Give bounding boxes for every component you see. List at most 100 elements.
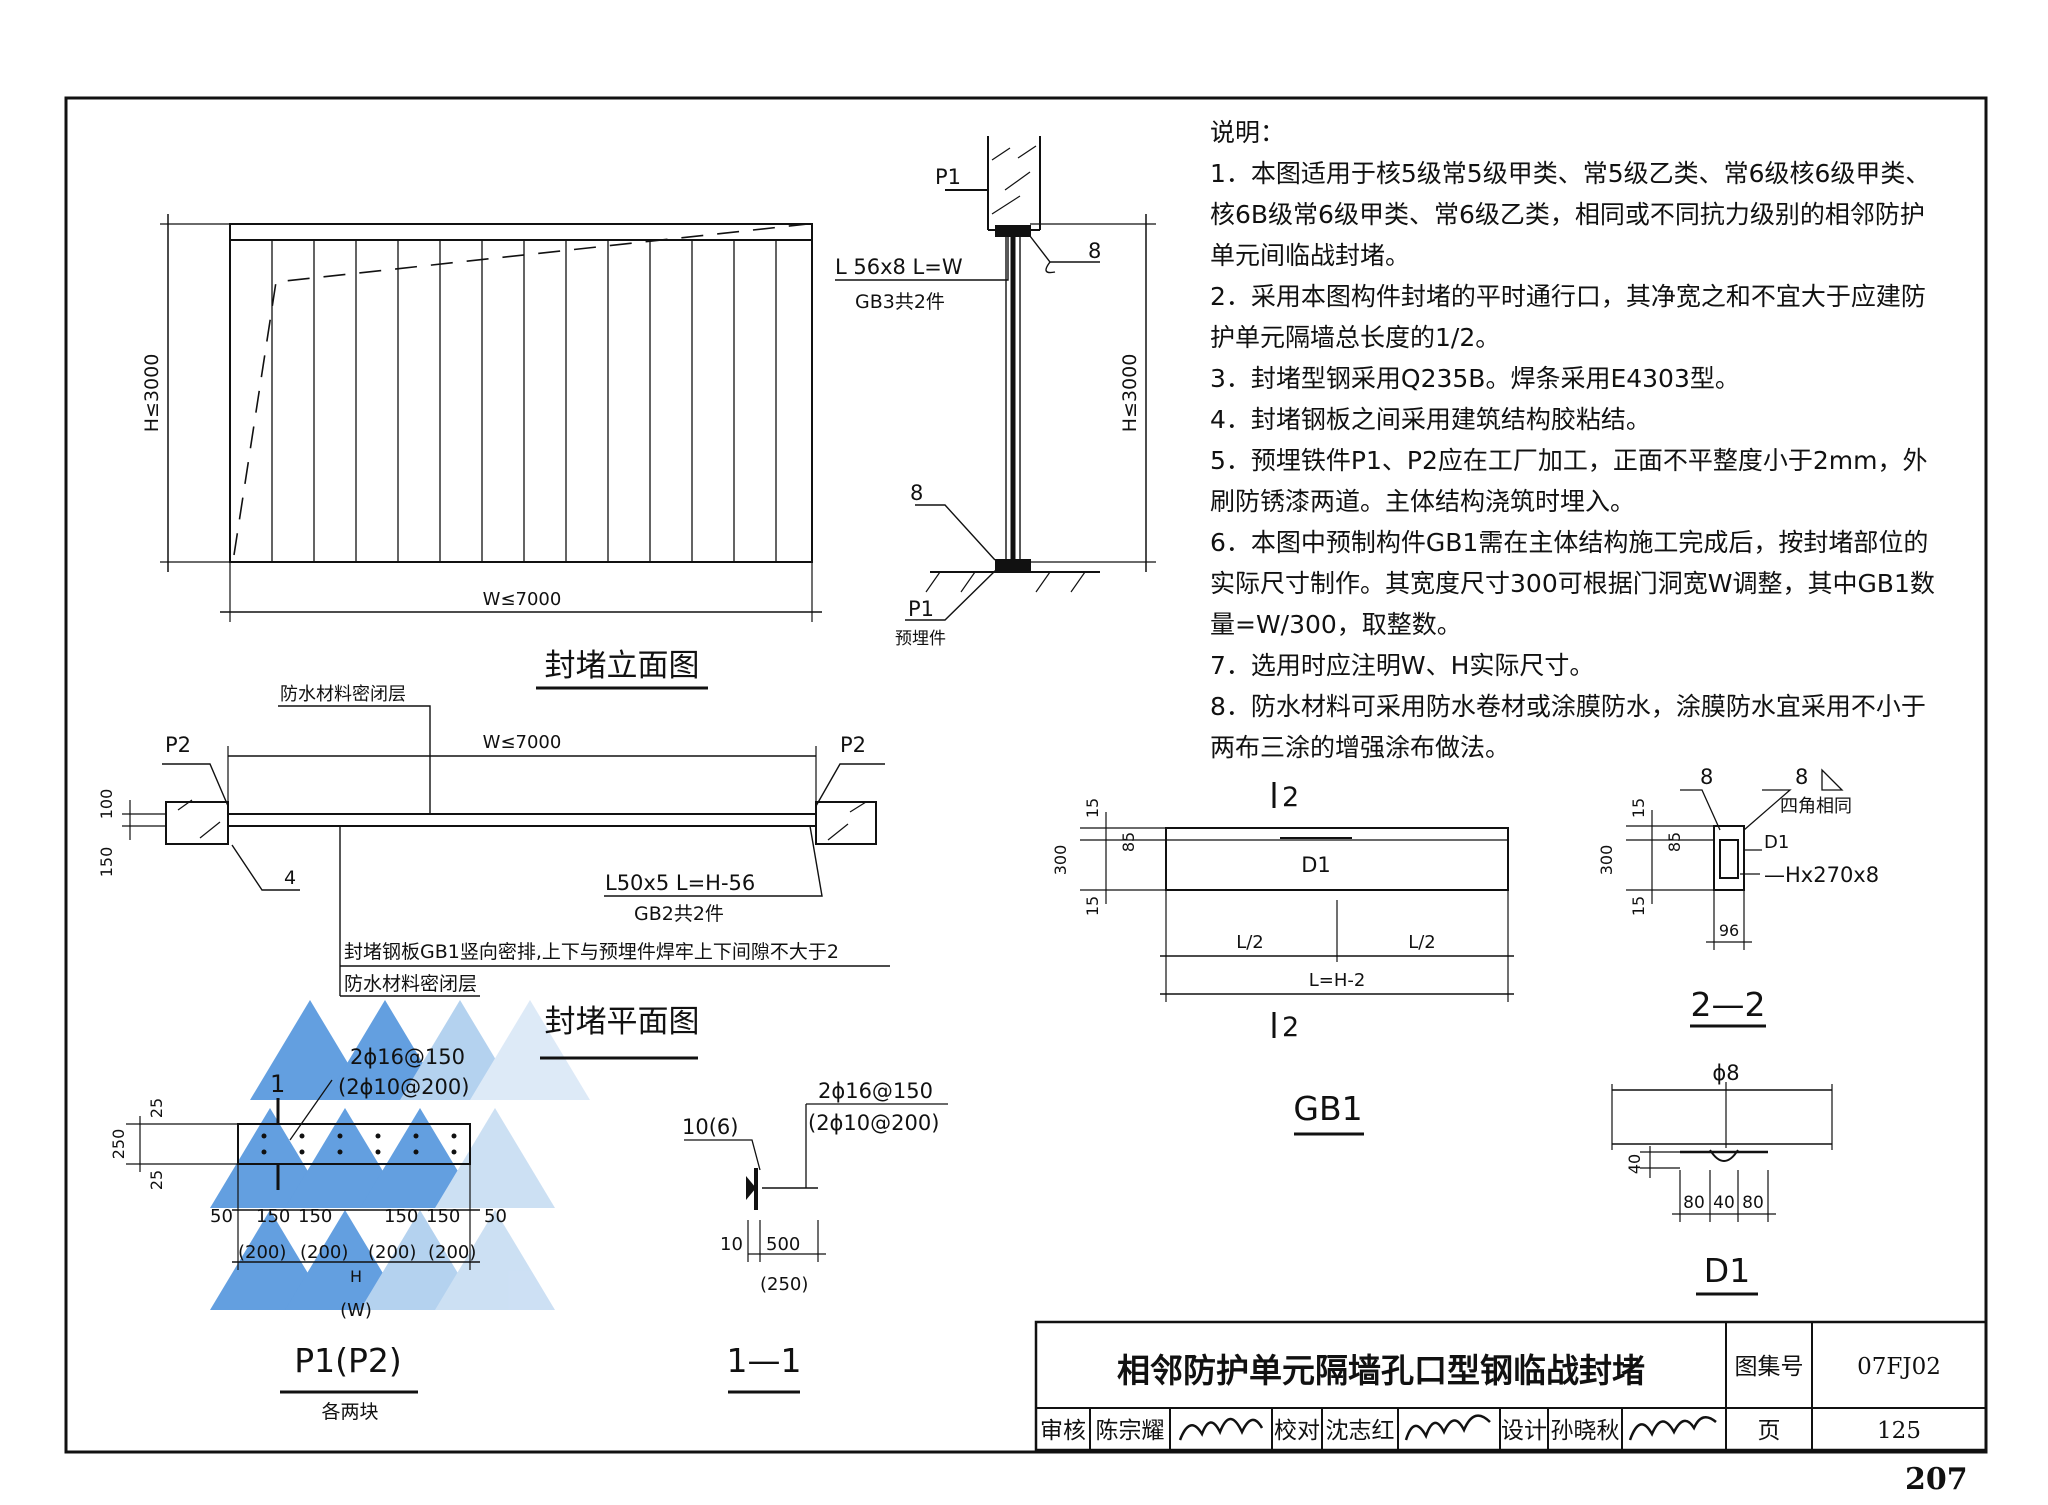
sheet-border: [64, 96, 1988, 1454]
elevation-view: [160, 214, 822, 690]
gb1-dim-300: 300: [1051, 845, 1070, 876]
page-number-cell: 125: [1877, 1418, 1921, 1444]
elevation-height-dim: H≤3000: [141, 354, 163, 433]
gb3-angle-qty: GB3共2件: [855, 291, 945, 313]
p1-dim-25a: 25: [147, 1098, 166, 1118]
s22-weld-left: 8: [1700, 765, 1713, 789]
page-label: 页: [1758, 1418, 1781, 1444]
p1-dim-200a: (200): [238, 1242, 286, 1263]
s11-dim-10: 10: [720, 1234, 743, 1255]
gb1-sec-top: 2: [1282, 782, 1299, 813]
p1-dim-250: 250: [109, 1129, 128, 1160]
s22-dim-15a: 15: [1629, 798, 1648, 818]
designer-signature: [1628, 1415, 1717, 1441]
plan-seal-bottom: 防水材料密闭层: [344, 973, 477, 995]
embed-part-label: 预埋件: [895, 629, 946, 649]
s11-dim-500: 500: [766, 1234, 800, 1255]
note-line: 护单元隔墙总长度的1/2。: [1210, 323, 1501, 352]
gb1-dim-length: L=H-2: [1309, 970, 1366, 991]
checker-name: 沈志红: [1326, 1418, 1395, 1444]
gb1-dim-85: 85: [1119, 832, 1138, 852]
plan-p2-right: P2: [840, 733, 866, 757]
plan-weld-4: 4: [284, 867, 296, 889]
p1-subtitle: 各两块: [321, 1401, 378, 1423]
wall-section-view: [835, 136, 1156, 621]
p1-rebar-1: 2ϕ16@150: [350, 1045, 465, 1069]
gb1-title: GB1: [1293, 1089, 1362, 1128]
p1-section-mark: 1: [270, 1070, 285, 1098]
review-label: 审核: [1040, 1418, 1086, 1444]
s22-dim-15b: 15: [1629, 896, 1648, 916]
s22-dim-85: 85: [1665, 832, 1684, 852]
s22-corners-note: 四角相同: [1780, 796, 1852, 817]
plan-width-dim: W≤7000: [483, 732, 562, 753]
s22-dim-96: 96: [1719, 921, 1739, 940]
p1-dims-bottom: (200) (200) (200) (200): [238, 1242, 476, 1263]
checker-signature: [1404, 1414, 1491, 1441]
d1-bar: ϕ8: [1712, 1061, 1739, 1085]
note-line: 7．选用时应注明W、H实际尺寸。: [1210, 651, 1595, 680]
notes-heading: 说明：: [1210, 118, 1286, 147]
p1-dim-h: H: [350, 1267, 362, 1286]
p1-dim-150a: 150: [256, 1206, 290, 1227]
s22-dim-300: 300: [1597, 845, 1616, 876]
watermark-triangles: [210, 1000, 590, 1310]
s11-weld: 10(6): [682, 1115, 738, 1139]
plan-title: 封堵平面图: [545, 1004, 700, 1040]
plan-view: [122, 705, 890, 1060]
s22-weld-right: 8: [1795, 765, 1808, 789]
p1-dim-150d: 150: [426, 1206, 460, 1227]
note-line: 1．本图适用于核5级常5级甲类、常5级乙类、常6级核6级甲类、: [1210, 159, 1931, 188]
p1-dim-50a: 50: [210, 1206, 233, 1227]
note-line: 实际尺寸制作。其宽度尺寸300可根据门洞宽W调整，其中GB1数: [1210, 569, 1935, 598]
plan-dim-100: 100: [97, 789, 116, 820]
gb2-angle-label: L50x5 L=H-56: [605, 871, 755, 895]
d1-dim-80b: 80: [1742, 1193, 1764, 1213]
note-line: 4．封堵钢板之间采用建筑结构胶粘结。: [1210, 405, 1651, 434]
note-line: 量=W/300，取整数。: [1210, 610, 1462, 639]
atlas-label: 图集号: [1735, 1354, 1804, 1380]
p1-rebar-2: (2ϕ10@200): [338, 1075, 469, 1099]
notes-panel: 说明： 1．本图适用于核5级常5级甲类、常5级乙类、常6级核6级甲类、 核6B级…: [1210, 112, 1935, 768]
elevation-title: 封堵立面图: [545, 648, 700, 684]
p1-dim-150b: 150: [298, 1206, 332, 1227]
plan-seal-top: 防水材料密闭层: [280, 684, 406, 705]
plan-dim-150: 150: [97, 847, 116, 878]
p1-dim-w: (W): [340, 1300, 372, 1321]
check-label: 校对: [1274, 1418, 1320, 1444]
plan-p2-left: P2: [165, 733, 191, 757]
s11-rebar-2: (2ϕ10@200): [808, 1111, 939, 1135]
d1-view: [1611, 1082, 1833, 1296]
note-line: 3．封堵型钢采用Q235B。焊条采用E4303型。: [1210, 364, 1740, 393]
gb1-d1-label: D1: [1301, 853, 1331, 877]
weld-bottom-size: 8: [910, 481, 923, 505]
s22-d1-label: D1: [1764, 832, 1789, 853]
d1-dim-80a: 80: [1683, 1193, 1705, 1213]
gb1-dim-15a: 15: [1083, 798, 1102, 818]
weld-top-size: 8: [1088, 239, 1101, 263]
note-line: 8．防水材料可采用防水卷材或涂膜防水，涂膜防水宜采用不小于: [1210, 692, 1926, 721]
d1-title: D1: [1704, 1251, 1750, 1290]
note-line: 单元间临战封堵。: [1210, 241, 1411, 270]
section-height-dim: H≤3000: [1119, 354, 1141, 433]
note-line: 6．本图中预制构件GB1需在主体结构施工完成后，按封堵部位的: [1210, 528, 1929, 557]
p1-title: P1(P2): [294, 1341, 402, 1380]
page-number: 207: [1905, 1462, 1968, 1497]
title-block: [1034, 1320, 1988, 1452]
gb2-angle-qty: GB2共2件: [634, 903, 724, 925]
elevation-width-dim: W≤7000: [483, 589, 562, 610]
p1-plate-view: [126, 1079, 480, 1394]
p1-dim-25b: 25: [147, 1170, 166, 1190]
design-label: 设计: [1501, 1418, 1547, 1444]
p1-dims-top: 50 150 150 150 150 50: [210, 1206, 507, 1227]
gb1-dim-15b: 15: [1083, 896, 1102, 916]
gb1-dim-half-left: L/2: [1236, 932, 1264, 953]
drawing-title: 相邻防护单元隔墙孔口型钢临战封堵: [1117, 1351, 1645, 1390]
atlas-number: 07FJ02: [1857, 1354, 1941, 1380]
note-line: 5．预埋铁件P1、P2应在工厂加工，正面不平整度小于2mm，外: [1210, 446, 1928, 475]
s11-title: 1—1: [727, 1341, 802, 1380]
note-line: 两布三涂的增强涂布做法。: [1210, 733, 1511, 762]
gb3-angle-label: L 56x8 L=W: [835, 255, 963, 279]
p1-dim-200d: (200): [428, 1242, 476, 1263]
